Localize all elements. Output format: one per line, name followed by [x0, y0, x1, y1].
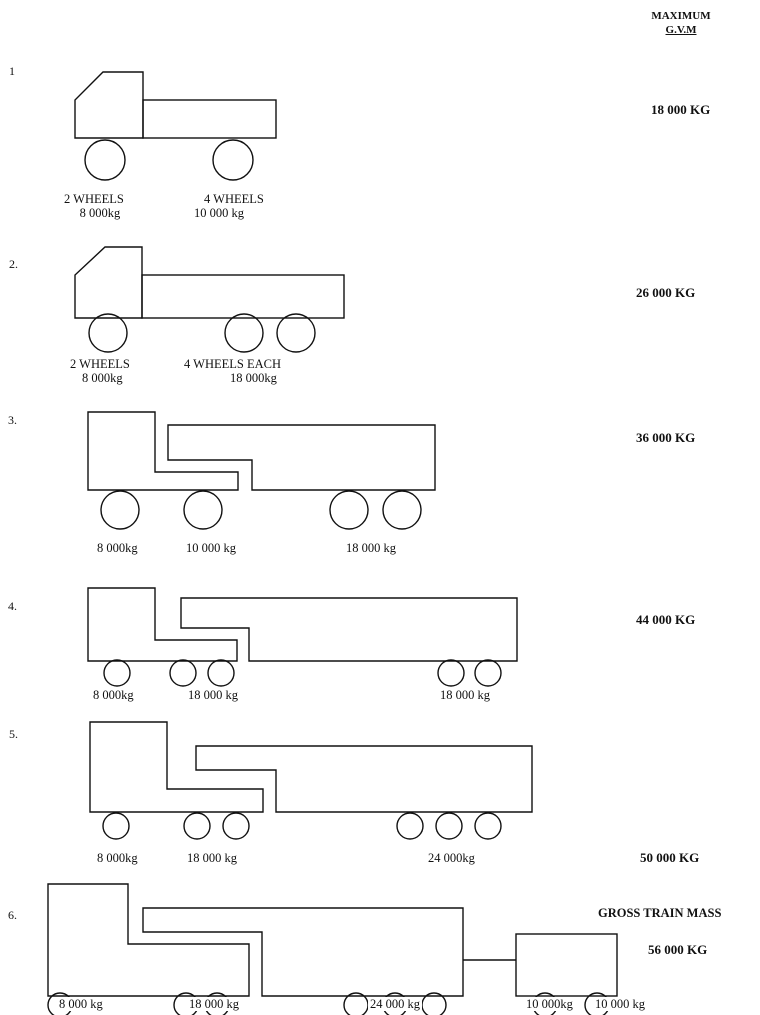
truck-4-wheel — [103, 659, 131, 687]
truck-3-wheel — [382, 490, 422, 530]
header-line2: G.V.M — [665, 24, 697, 36]
truck-5-trailer-mass: 24 000kg — [428, 851, 475, 865]
truck-1-wheel — [212, 139, 254, 181]
truck-4-trailer — [180, 597, 518, 662]
truck-3-wheel — [100, 490, 140, 530]
header-line1: MAXIMUM — [651, 10, 711, 22]
truck-2-body — [141, 274, 345, 319]
truck-6-gvm: 56 000 KG — [648, 942, 708, 957]
truck-3-wheel — [329, 490, 369, 530]
truck-4-wheel — [169, 659, 197, 687]
truck-2-number: 2. — [9, 257, 18, 271]
header-title: MAXIMUM G.V.M — [636, 9, 726, 37]
truck-5-trailer — [195, 745, 533, 813]
truck-6-drawing — [47, 883, 618, 1015]
truck-1-rear-axle-label: 4 WHEELS 10 000 kg — [194, 192, 264, 220]
truck-2-wheel — [224, 313, 264, 353]
truck-2-wheel — [88, 313, 128, 353]
truck-4-steer-mass: 8 000kg — [93, 688, 134, 702]
truck-4-drawing — [87, 587, 518, 687]
truck-6-drive-mass: 18 000 kg — [187, 997, 241, 1011]
truck-1-front-wheels: 2 WHEELS — [64, 192, 124, 206]
truck-2-rear-wheels: 4 WHEELS EACH — [184, 357, 281, 371]
truck-1-rear-mass: 10 000 kg — [194, 206, 244, 220]
truck-1-rear-wheels: 4 WHEELS — [204, 192, 264, 206]
truck-5-wheel — [183, 812, 211, 840]
truck-1-cab — [74, 71, 144, 139]
truck-5-gvm: 50 000 KG — [640, 850, 700, 865]
gross-train-mass-label: GROSS TRAIN MASS — [598, 906, 722, 920]
truck-1-drawing — [74, 71, 277, 181]
truck-6-dolly-rear-mass: 10 000 kg — [594, 997, 646, 1011]
truck-3-drawing — [87, 411, 436, 530]
truck-3-drive-mass: 10 000 kg — [186, 541, 236, 555]
truck-2-rear-axle-label: 4 WHEELS EACH 18 000kg — [184, 357, 281, 385]
truck-3-trailer-mass: 18 000 kg — [346, 541, 396, 555]
truck-6-tractor — [47, 883, 250, 997]
truck-3-gvm: 36 000 KG — [636, 430, 696, 445]
truck-6-number: 6. — [8, 908, 17, 922]
truck-2-drawing — [74, 246, 345, 353]
truck-4-drive-mass: 18 000 kg — [188, 688, 238, 702]
truck-4-number: 4. — [8, 599, 17, 613]
truck-5-steer-mass: 8 000kg — [97, 851, 138, 865]
truck-1-gvm: 18 000 KG — [651, 102, 711, 117]
truck-2-cab — [74, 246, 143, 319]
truck-5-drawing — [89, 721, 533, 840]
truck-6-wheel — [421, 992, 447, 1015]
truck-1-front-mass: 8 000kg — [79, 206, 121, 220]
truck-1-number: 1 — [9, 64, 15, 78]
truck-5-wheel — [435, 812, 463, 840]
truck-2-front-axle-label: 2 WHEELS 8 000kg — [64, 357, 130, 385]
truck-2-front-wheels: 2 WHEELS — [70, 357, 130, 371]
truck-6-dolly-front-mass: 10 000kg — [525, 997, 574, 1011]
truck-6-steer-mass: 8 000 kg — [57, 997, 105, 1011]
truck-5-drive-mass: 18 000 kg — [187, 851, 237, 865]
truck-6-trailer — [142, 907, 464, 997]
truck-4-wheel — [437, 659, 465, 687]
truck-6-dolly-trailer — [515, 933, 618, 997]
truck-3-tractor — [87, 411, 239, 491]
truck-1-front-axle-label: 2 WHEELS 8 000kg — [64, 192, 124, 220]
truck-5-number: 5. — [9, 727, 18, 741]
truck-3-trailer — [167, 424, 436, 491]
truck-5-wheel — [474, 812, 502, 840]
truck-6-trailer-mass: 24 000 kg — [368, 997, 422, 1011]
truck-4-wheel — [474, 659, 502, 687]
truck-4-wheel — [207, 659, 235, 687]
truck-3-number: 3. — [8, 413, 17, 427]
truck-5-wheel — [102, 812, 130, 840]
truck-2-gvm: 26 000 KG — [636, 285, 696, 300]
truck-3-steer-mass: 8 000kg — [97, 541, 138, 555]
truck-4-tractor — [87, 587, 238, 662]
truck-5-wheel — [396, 812, 424, 840]
truck-4-gvm: 44 000 KG — [636, 612, 696, 627]
truck-2-front-mass: 8 000kg — [82, 371, 123, 385]
truck-2-rear-mass: 18 000kg — [230, 371, 277, 385]
truck-5-wheel — [222, 812, 250, 840]
truck-3-wheel — [183, 490, 223, 530]
truck-4-trailer-mass: 18 000 kg — [440, 688, 490, 702]
truck-5-tractor — [89, 721, 264, 813]
truck-1-body — [142, 99, 277, 139]
truck-1-wheel — [84, 139, 126, 181]
truck-2-wheel — [276, 313, 316, 353]
